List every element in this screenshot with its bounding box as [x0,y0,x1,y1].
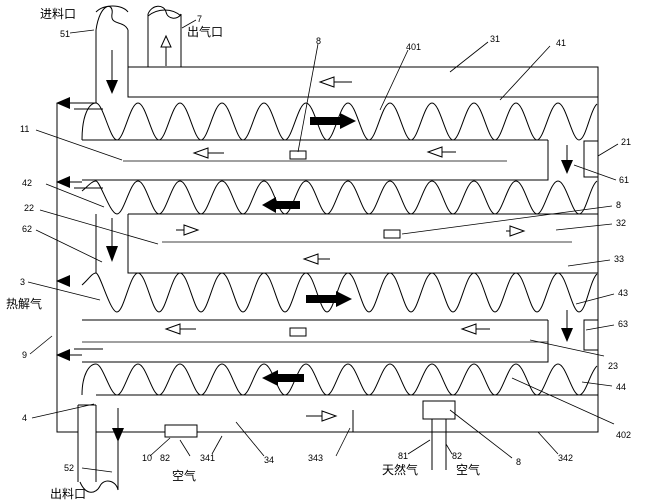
ref-341: 341 [200,453,215,463]
ref-34: 34 [264,455,274,465]
flow-arrows [27,19,619,473]
ref-21: 21 [621,137,631,147]
wave-42 [81,180,598,215]
ref-9: 9 [22,350,27,360]
label-air-1: 空气 [172,468,196,483]
burner-8c [422,400,456,420]
plate-21 [583,140,599,178]
ref-11: 11 [20,124,29,134]
sensor-8a [289,150,307,160]
ref-81: 81 [398,451,408,461]
wave-43 [81,272,598,313]
sensor-8d [289,327,307,337]
ref-401: 401 [406,42,421,52]
ref-342: 342 [558,453,573,463]
ref-51: 51 [60,29,70,39]
ref-41: 41 [556,38,566,48]
label-natural-gas: 天然气 [382,462,418,477]
ref-44: 44 [616,382,626,392]
gas-outlet-pipe [147,5,182,67]
outer-shell [96,66,599,433]
ref-8b: 8 [616,200,621,210]
discharge-outlet-pipe [77,404,119,493]
plate-63 [583,319,599,351]
ref-23: 23 [608,361,618,371]
feed-inlet-pipe [95,5,598,103]
left-outer-wall [56,103,78,433]
wave-44 [81,363,598,396]
ref-402: 402 [616,430,631,440]
label-gas-outlet: 出气口 [187,24,223,39]
ref-42: 42 [22,178,32,188]
ref-343: 343 [308,453,323,463]
ref-8a: 8 [316,36,321,46]
ref-32: 32 [616,218,626,228]
sensor-8b [383,229,401,239]
ref-62: 62 [22,224,32,234]
ref-4: 4 [22,413,27,423]
label-pyrolysis-gas: 热解气 [6,296,42,311]
ref-8c: 8 [516,457,521,467]
label-feed-inlet: 进料口 [40,7,76,21]
ref-52: 52 [64,463,74,473]
ref-61: 61 [619,175,629,185]
ref-82b: 82 [452,451,462,461]
label-discharge-outlet: 出料口 [50,487,86,501]
ref-63: 63 [618,319,628,329]
ref-43: 43 [618,288,628,298]
ref-82a: 82 [160,453,170,463]
ref-10: 10 [142,453,152,463]
ref-7: 7 [197,14,202,24]
ref-31: 31 [490,34,500,44]
ref-3: 3 [20,277,25,287]
label-air-2: 空气 [456,462,480,477]
ref-22: 22 [24,203,34,213]
ref-33: 33 [614,254,624,264]
burner-10 [164,424,198,438]
